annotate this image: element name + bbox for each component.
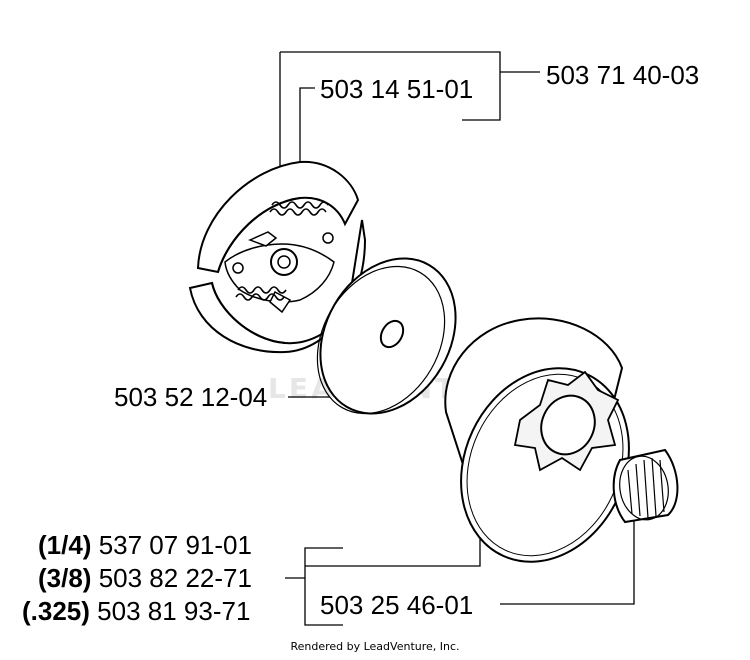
sprocket-option-row: (1/4) 537 07 91-01 bbox=[38, 532, 252, 558]
sprocket-option-row: (.325) 503 81 93-71 bbox=[22, 598, 250, 624]
clutch-drum-drawing bbox=[444, 317, 630, 563]
label-clutch-assembly: 503 71 40-03 bbox=[546, 60, 700, 90]
sprocket-option-row: (3/8) 503 82 22-71 bbox=[38, 565, 252, 591]
pitch-value: (3/8) bbox=[38, 563, 92, 593]
pitch-value: (.325) bbox=[22, 596, 90, 626]
part-number: 537 07 91-01 bbox=[98, 530, 252, 560]
label-clutch-drum: 503 25 46-01 bbox=[320, 590, 474, 620]
part-number: 503 82 22-71 bbox=[98, 563, 252, 593]
leader-lines bbox=[279, 51, 635, 626]
clutch-hub bbox=[224, 231, 335, 314]
clutch-shoes bbox=[188, 160, 367, 354]
part-number: 503 81 93-71 bbox=[97, 596, 251, 626]
footer-credit: Rendered by LeadVenture, Inc. bbox=[290, 640, 460, 653]
label-washer: 503 52 12-04 bbox=[114, 382, 268, 412]
pitch-value: (1/4) bbox=[38, 530, 92, 560]
label-clutch-spring: 503 14 51-01 bbox=[320, 74, 474, 104]
needle-bearing-drawing bbox=[612, 448, 679, 524]
clutch-spring-coils bbox=[235, 201, 329, 301]
washer-drawing bbox=[316, 257, 457, 415]
